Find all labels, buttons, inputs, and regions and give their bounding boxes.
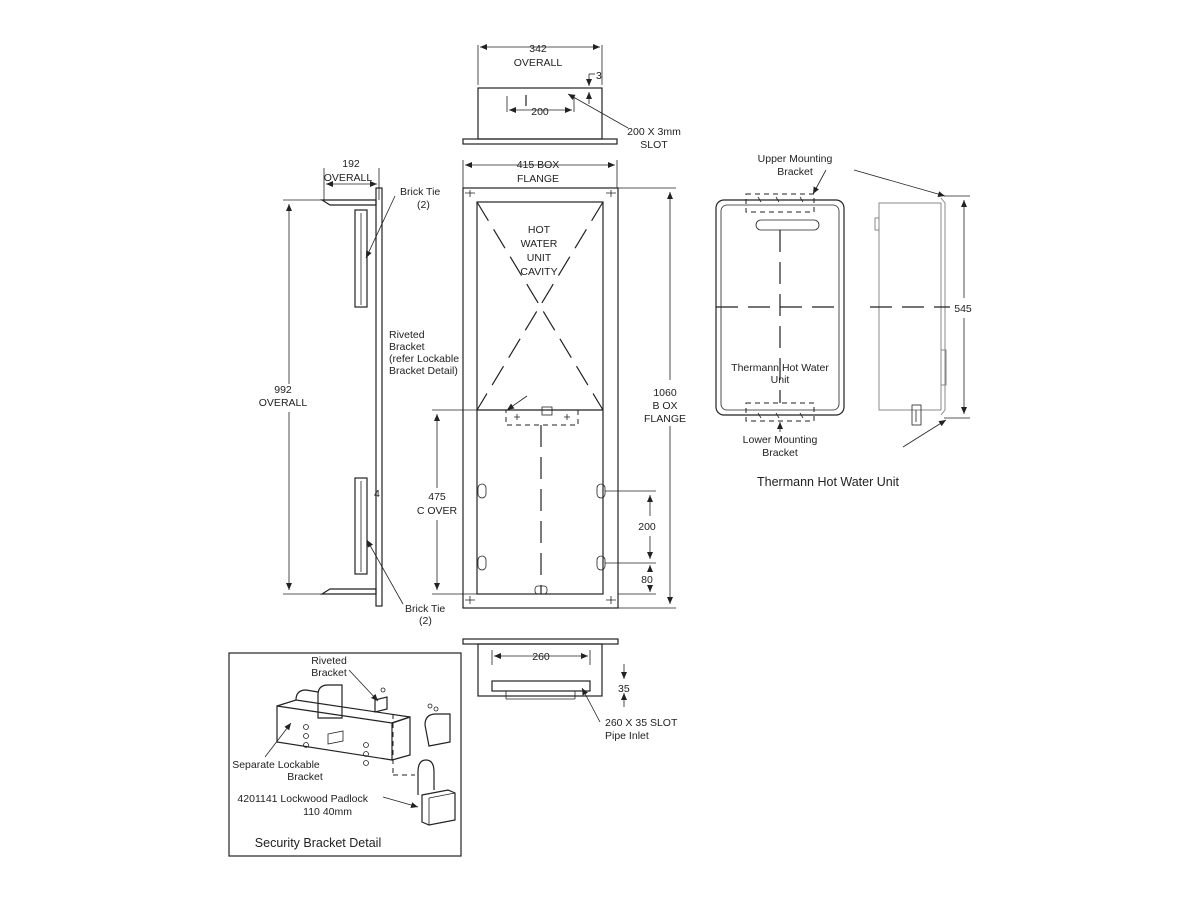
cavity-line-3: UNIT <box>527 252 552 264</box>
separate-lockable-2: Bracket <box>287 771 323 783</box>
riveted-bracket-line-2: Bracket <box>389 341 425 353</box>
riveted-bracket-line-3: (refer Lockable <box>389 353 459 365</box>
brick-tie-top-qty: (2) <box>417 199 430 211</box>
front-flange-width: 415 BOX <box>517 159 560 171</box>
upper-bracket-label-2: Bracket <box>777 166 813 178</box>
brick-tie-top: Brick Tie <box>400 186 440 198</box>
top-view: 342 OVERALL 200 3 200 X 3mm SLOT <box>462 43 681 151</box>
front-flange-word: FLANGE <box>517 173 559 185</box>
separate-lockable-1: Separate Lockable <box>232 759 320 771</box>
front-view: 415 BOX FLANGE HOT WATER UNIT CAVITY 106… <box>417 159 686 609</box>
corner-marks <box>465 190 616 604</box>
lower-bracket-label: Lower Mounting <box>743 434 818 446</box>
riveted-bracket-line-1: Riveted <box>389 329 425 341</box>
side-height-word: OVERALL <box>259 397 308 409</box>
bottom-view: 260 35 260 X 35 SLOT Pipe Inlet <box>462 638 678 742</box>
side-view-small-mark: 4 <box>374 488 380 500</box>
thermann-unit-label-2: Unit <box>771 374 790 386</box>
cavity-line-2: WATER <box>521 238 558 250</box>
side-overall-value: 192 <box>342 158 360 170</box>
top-overall-word: OVERALL <box>514 57 563 69</box>
cover-value: 475 <box>428 491 446 503</box>
side-view: 192 OVERALL Brick Tie (2) Riveted Bracke… <box>259 158 459 627</box>
security-caption: Security Bracket Detail <box>255 836 381 850</box>
bottom-slot-word: Pipe Inlet <box>605 730 649 742</box>
security-bracket-detail: Riveted Bracket Separate Lockable Bracke… <box>228 652 462 857</box>
thermann-height-value: 545 <box>954 303 972 315</box>
side-overall-word: OVERALL <box>324 172 373 184</box>
front-height-value: 1060 <box>653 387 677 399</box>
lower-bracket-label-2: Bracket <box>762 447 798 459</box>
thermann-caption: Thermann Hot Water Unit <box>757 475 899 489</box>
detail-riveted-bracket-1: Riveted <box>311 655 347 667</box>
thermann-unit: Thermann Hot Water Unit Upper Mounting B… <box>715 153 972 489</box>
top-slot-word: SLOT <box>640 139 668 151</box>
bottom-slot-size: 260 X 35 SLOT <box>605 717 678 729</box>
bottom-dim-35: 35 <box>618 683 630 695</box>
cover-word: C OVER <box>417 505 458 517</box>
side-height-value: 992 <box>274 384 292 396</box>
detail-riveted-bracket-2: Bracket <box>311 667 347 679</box>
front-height-line-3: FLANGE <box>644 413 686 425</box>
top-dim-3: 3 <box>596 70 602 82</box>
padlock-label-2: 110 40mm <box>303 806 352 818</box>
bottom-dim-260: 260 <box>532 651 550 663</box>
riveted-bracket-line-4: Bracket Detail) <box>389 365 458 377</box>
brick-tie-bottom-qty: (2) <box>419 615 432 627</box>
front-height-line-2: B OX <box>652 400 677 412</box>
thermann-unit-label-1: Thermann Hot Water <box>731 362 829 374</box>
upper-bracket-label: Upper Mounting <box>758 153 833 165</box>
brick-tie-bottom: Brick Tie <box>405 603 445 615</box>
top-dim-200: 200 <box>531 106 549 118</box>
front-dim-200: 200 <box>638 521 656 533</box>
padlock-label-1: 4201141 Lockwood Padlock <box>237 793 368 805</box>
top-slot-size: 200 X 3mm <box>627 126 681 138</box>
front-dim-80: 80 <box>641 574 653 586</box>
cavity-line-4: CAVITY <box>520 266 557 278</box>
top-overall-value: 342 <box>529 43 547 55</box>
cavity-line-1: HOT <box>528 224 551 236</box>
